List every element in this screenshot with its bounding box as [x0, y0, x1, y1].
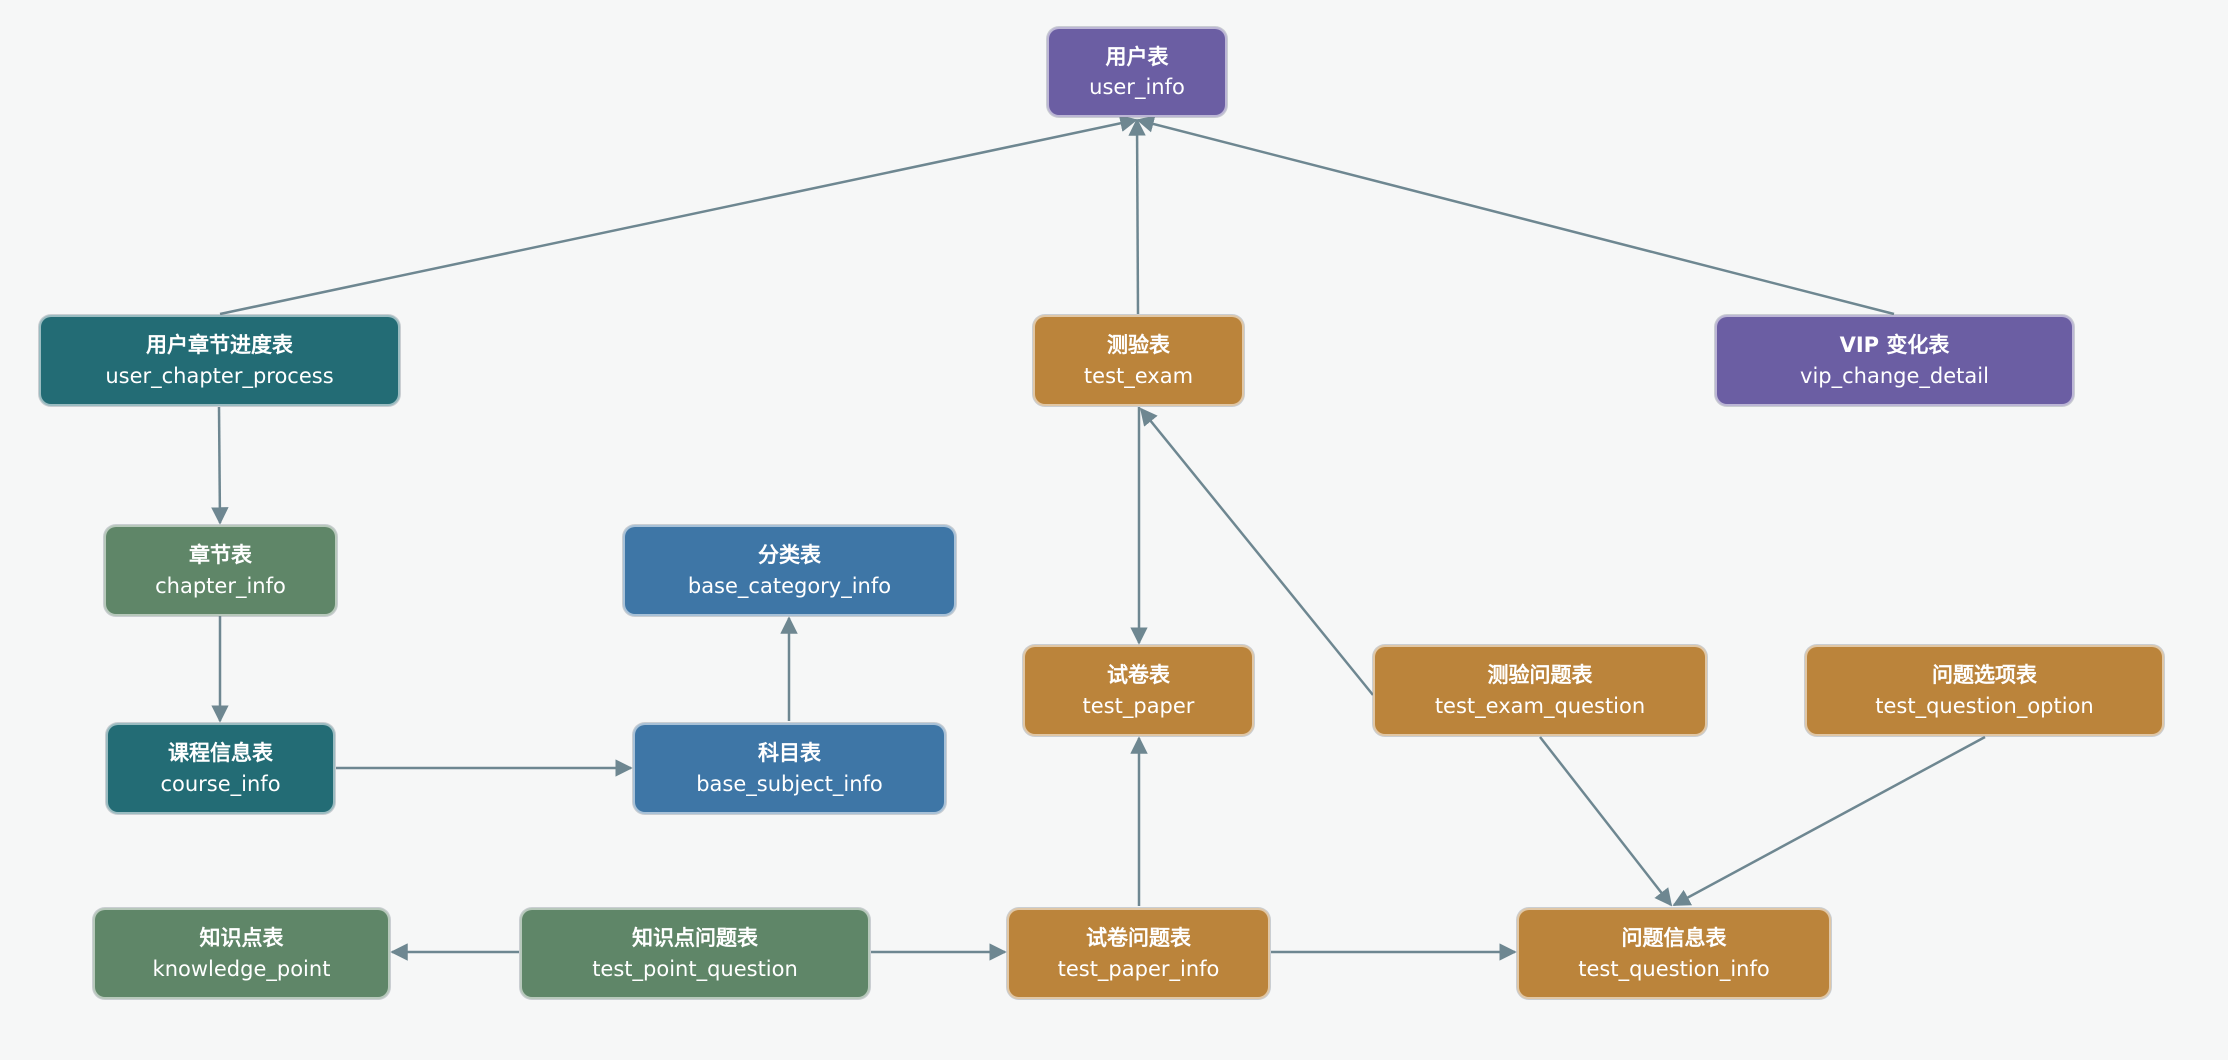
edge-user-chapter-process-to-user-info [219, 114, 1138, 316]
node-course-info[interactable]: 课程信息表 course_info [106, 723, 335, 814]
node-title-cn: 用户章节进度表 [146, 333, 293, 358]
node-user-info[interactable]: 用户表 user_info [1047, 27, 1227, 117]
node-title-cn: 测验问题表 [1487, 663, 1593, 688]
node-title-en: test_question_info [1578, 956, 1770, 981]
node-title-en: test_exam [1083, 363, 1194, 388]
node-title-cn: 问题选项表 [1932, 663, 2037, 688]
edge-user-chapter-process-to-chapter-info [211, 406, 229, 525]
node-title-cn: VIP 变化表 [1839, 333, 1950, 358]
edge-test-question-option-to-test-question-info [1672, 735, 1986, 907]
node-test-point-question[interactable]: 知识点问题表 test_point_question [520, 908, 870, 999]
node-test-question-info[interactable]: 问题信息表 test_question_info [1517, 908, 1831, 999]
node-title-cn: 知识点问题表 [632, 926, 758, 951]
node-title-en: course_info [160, 771, 281, 796]
edge-test-exam-question-to-test-question-info [1539, 736, 1673, 907]
node-title-en: test_paper [1082, 693, 1195, 718]
node-test-question-option[interactable]: 问题选项表 test_question_option [1805, 645, 2164, 736]
node-base-category-info[interactable]: 分类表 base_category_info [623, 525, 956, 616]
node-test-exam-question[interactable]: 测验问题表 test_exam_question [1373, 645, 1707, 736]
node-title-en: test_paper_info [1057, 956, 1220, 981]
node-title-en: knowledge_point [152, 956, 331, 981]
node-title-en: test_question_option [1875, 693, 2094, 718]
node-chapter-info[interactable]: 章节表 chapter_info [104, 525, 337, 616]
node-knowledge-point[interactable]: 知识点表 knowledge_point [93, 908, 390, 999]
node-title-cn: 分类表 [758, 543, 821, 568]
node-title-cn: 知识点表 [199, 926, 284, 951]
node-title-en: vip_change_detail [1800, 363, 1989, 388]
node-title-cn: 科目表 [758, 741, 821, 766]
node-user-chapter-process[interactable]: 用户章节进度表 user_chapter_process [39, 315, 400, 406]
node-title-cn: 试卷问题表 [1086, 926, 1191, 951]
node-title-cn: 课程信息表 [168, 741, 273, 766]
node-title-en: test_exam_question [1434, 693, 1646, 718]
edge-test-exam-question-to-test-exam [1139, 407, 1374, 696]
node-title-cn: 测验表 [1107, 333, 1170, 358]
node-test-paper-info[interactable]: 试卷问题表 test_paper_info [1007, 908, 1270, 999]
node-title-cn: 试卷表 [1107, 663, 1170, 688]
node-title-en: chapter_info [155, 573, 286, 598]
node-title-en: user_info [1089, 75, 1185, 99]
edge-test-exam-to-user-info [1128, 118, 1146, 315]
node-test-paper[interactable]: 试卷表 test_paper [1023, 645, 1254, 736]
edge-vip-change-detail-to-user-info [1136, 115, 1895, 316]
node-title-cn: 用户表 [1105, 44, 1169, 69]
node-title-en: base_category_info [687, 573, 892, 598]
node-title-cn: 章节表 [189, 543, 252, 568]
node-title-en: test_point_question [592, 956, 798, 981]
node-base-subject-info[interactable]: 科目表 base_subject_info [633, 723, 946, 814]
node-vip-change-detail[interactable]: VIP 变化表 vip_change_detail [1715, 315, 2074, 406]
node-test-exam[interactable]: 测验表 test_exam [1033, 315, 1244, 406]
node-title-cn: 问题信息表 [1621, 926, 1727, 951]
node-title-en: user_chapter_process [105, 363, 334, 388]
node-title-en: base_subject_info [696, 771, 883, 796]
